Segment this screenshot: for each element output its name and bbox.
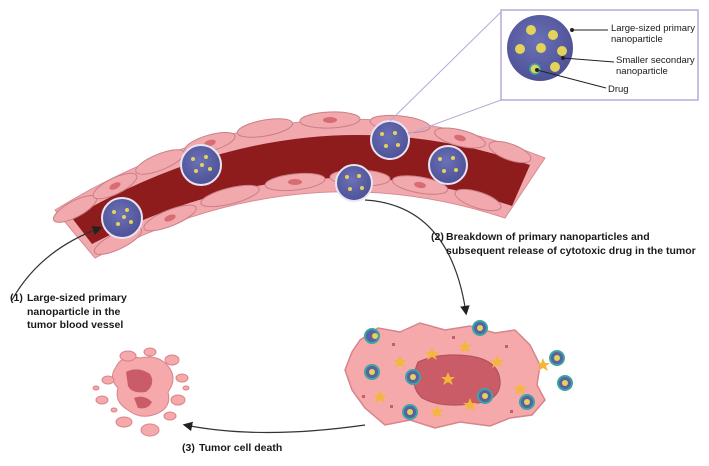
step1-label: Large-sized primary nanoparticle in the … <box>27 292 127 332</box>
inset-label-primary: Large-sized primary nanoparticle <box>611 23 695 46</box>
process-arrows <box>11 199 470 434</box>
tumor-secondary-particles <box>364 320 573 420</box>
tumor-cytoplasm-specks <box>362 336 513 413</box>
tumor-drug-stars <box>373 340 550 418</box>
arrow-3 <box>182 421 366 434</box>
inset-secondary-particles <box>515 25 567 75</box>
inset-pointers <box>535 28 615 89</box>
nanoparticle-2 <box>180 144 222 186</box>
blood-vessel <box>52 111 546 259</box>
nanoparticle-1 <box>101 197 143 239</box>
arrow-1 <box>11 225 103 301</box>
inset-label-drug: Drug <box>608 84 629 95</box>
step2-number: (2) <box>431 231 444 243</box>
vessel-lumen <box>72 134 530 244</box>
nanoparticle-4 <box>428 145 468 185</box>
dead-cell-fragments <box>92 347 190 437</box>
inset-label-secondary: Smaller secondary nanoparticle <box>616 55 695 78</box>
step2-label: Breakdown of primary nanoparticles and s… <box>446 231 696 257</box>
step3-number: (3) <box>182 442 195 454</box>
zoom-lines <box>389 11 502 135</box>
step1-number: (1) <box>10 292 23 304</box>
arrow-2 <box>364 199 470 316</box>
tumor-cell <box>344 320 573 429</box>
nanoparticle-5 <box>335 164 373 202</box>
step3-label: Tumor cell death <box>199 442 283 454</box>
nanoparticle-3 <box>370 120 410 160</box>
inset-box <box>500 9 699 101</box>
vessel-nanoparticles <box>101 120 468 239</box>
endothelial-nuclei <box>109 117 466 222</box>
